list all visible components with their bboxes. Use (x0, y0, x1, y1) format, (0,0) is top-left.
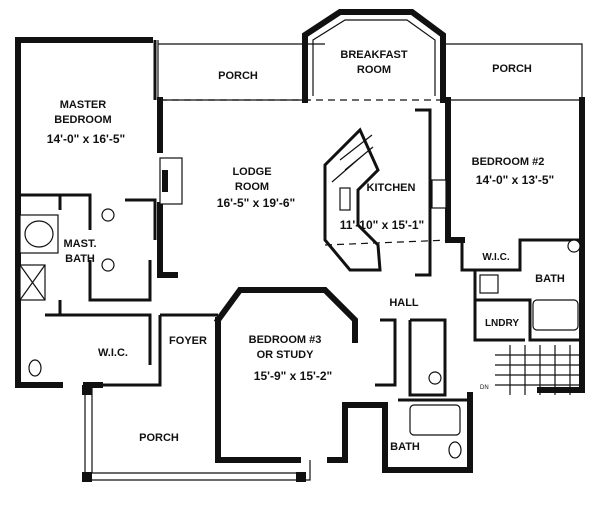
lodge-room-dims: 16'-5" x 19'-6" (217, 196, 295, 210)
lndry-name: LNDRY (485, 318, 519, 329)
bath-right-name: BATH (535, 273, 565, 285)
bedroom-2-dims: 14'-0" x 13'-5" (476, 173, 554, 187)
bedroom-2-name: BEDROOM #2 (472, 156, 545, 168)
wic-right-name: W.I.C. (482, 252, 509, 263)
lodge-room-name-1: LODGE (232, 166, 271, 178)
foyer-name: FOYER (169, 335, 207, 347)
bedroom-3-dims: 15'-9" x 15'-2" (254, 369, 332, 383)
porch-top-right-name: PORCH (492, 63, 532, 75)
master-bedroom-dims: 14'-0" x 16'-5" (47, 132, 125, 146)
porch-top-left-name: PORCH (218, 70, 258, 82)
interior-walls (18, 40, 582, 402)
porch-front-name: PORCH (139, 432, 179, 444)
wic-left-name: W.I.C. (98, 347, 128, 359)
breakfast-room-name-2: ROOM (357, 64, 391, 76)
stairs: DN (480, 345, 582, 395)
room-labels: MASTER BEDROOM 14'-0" x 16'-5" MAST. BAT… (47, 49, 565, 453)
exterior-walls (15, 9, 585, 473)
bath-bottom-name: BATH (390, 441, 420, 453)
mast-bath-name-2: BATH (65, 253, 95, 265)
fireplace (159, 157, 183, 205)
hall-name: HALL (389, 297, 419, 309)
fixtures (19, 179, 581, 459)
overhead-beams (160, 99, 451, 246)
front-porch (82, 385, 311, 482)
stair-dn-label: DN (480, 385, 489, 391)
master-bedroom-name-1: MASTER (60, 99, 107, 111)
lodge-room-name-2: ROOM (235, 181, 269, 193)
breakfast-room-name-1: BREAKFAST (340, 49, 408, 61)
master-bedroom-name-2: BEDROOM (54, 114, 111, 126)
bedroom-3-name-1: BEDROOM #3 (249, 334, 322, 346)
mast-bath-name-1: MAST. (64, 238, 97, 250)
kitchen-name: KITCHEN (367, 182, 416, 194)
bedroom-3-name-2: OR STUDY (257, 349, 315, 361)
kitchen-dims: 11'-10" x 15'-1" (340, 218, 424, 232)
